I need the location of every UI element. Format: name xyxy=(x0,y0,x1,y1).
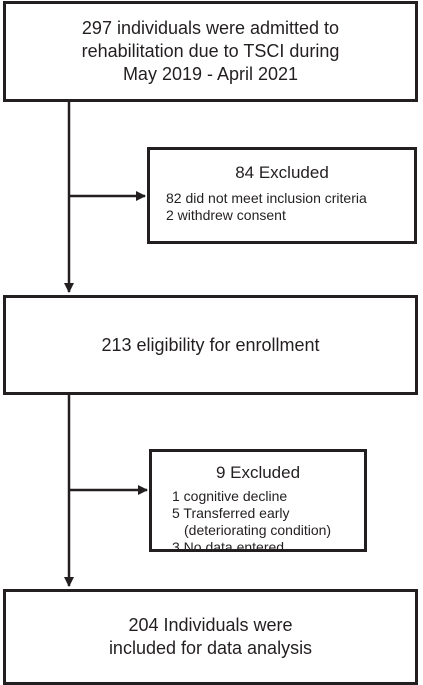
included-line-2: included for data analysis xyxy=(108,638,313,658)
excluded-box-2: 9 Excluded 1 cognitive decline 5 Transfe… xyxy=(149,449,367,555)
admitted-line-2: rehabilitation due to TSCI during xyxy=(81,41,340,61)
excluded-2-title: 9 Excluded xyxy=(215,463,301,482)
eligibility-line-1: 213 eligibility for enrollment xyxy=(101,334,320,355)
excluded-1-item: 2 withdrew consent xyxy=(166,207,286,223)
excluded-1-item: 82 did not meet inclusion criteria xyxy=(166,190,367,206)
admitted-line-3: May 2019 - April 2021 xyxy=(122,64,299,84)
excluded-box-1: 84 Excluded 82 did not meet inclusion cr… xyxy=(147,147,417,244)
excluded-2-item: (deteriorating condition) xyxy=(184,522,332,538)
excluded-2-item: 5 Transferred early xyxy=(172,505,290,521)
eligibility-box: 213 eligibility for enrollment xyxy=(3,295,418,395)
included-box: 204 Individuals were included for data a… xyxy=(3,589,418,685)
excluded-1-title: 84 Excluded xyxy=(235,163,329,182)
admitted-line-1: 297 individuals were admitted to xyxy=(81,18,340,38)
excluded-2-item: 1 cognitive decline xyxy=(172,488,288,504)
excluded-2-item: 3 No data entered xyxy=(172,539,285,555)
included-line-1: 204 Individuals were xyxy=(128,615,293,635)
admitted-box: 297 individuals were admitted to rehabil… xyxy=(3,1,418,102)
